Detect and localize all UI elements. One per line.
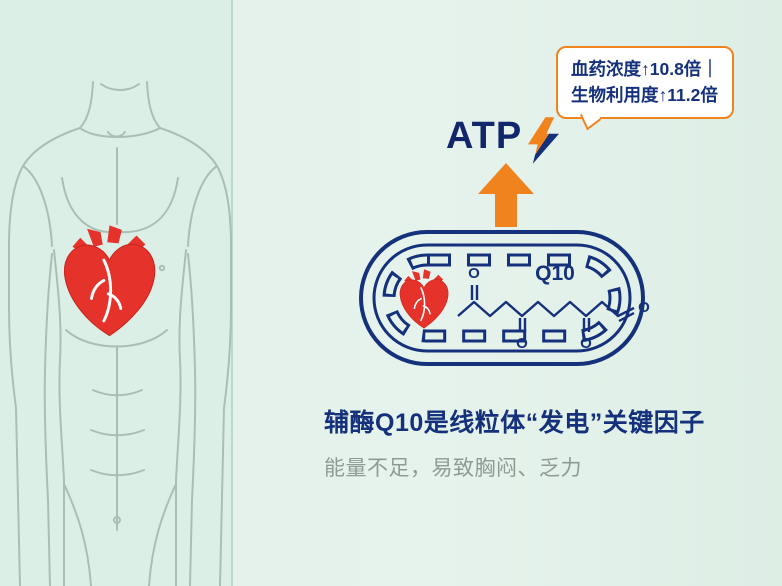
heart-shape	[63, 225, 156, 337]
torso-lines	[8, 81, 232, 586]
up-arrow-icon	[478, 163, 534, 227]
molecule-bonds	[457, 285, 635, 332]
lightning-icon	[528, 117, 560, 164]
oxygen-atom-label: O	[580, 335, 592, 352]
oxygen-atom-label: O	[638, 299, 650, 316]
callout-line1: 血药浓度↑10.8倍｜	[571, 59, 719, 79]
mini-heart-icon	[399, 269, 449, 329]
human-torso-illustration	[8, 81, 232, 586]
stats-callout-bubble: 血药浓度↑10.8倍｜ 生物利用度↑11.2倍	[556, 46, 734, 119]
oxygen-atom-label: O	[468, 265, 480, 282]
q10-label: Q10	[535, 262, 575, 285]
caption-title: 辅酶Q10是线粒体“发电”关键因子	[324, 409, 705, 437]
heart-illustration	[63, 225, 156, 337]
caption-block: 辅酶Q10是线粒体“发电”关键因子 能量不足，易致胸闷、乏力	[324, 403, 705, 482]
atp-label: ATP	[446, 115, 523, 157]
callout-line2: 生物利用度↑11.2倍	[571, 85, 718, 106]
atp-group: ATP	[446, 115, 560, 164]
left-panel	[0, 0, 233, 586]
mitochondria-illustration	[359, 230, 645, 366]
oxygen-atom-label: O	[516, 335, 528, 352]
mini-heart-shape	[399, 269, 449, 329]
mitochondria-membranes	[359, 230, 645, 366]
caption-subtitle: 能量不足，易致胸闷、乏力	[324, 457, 582, 480]
q10-molecule-diagram: O O O O Q10	[457, 262, 650, 352]
